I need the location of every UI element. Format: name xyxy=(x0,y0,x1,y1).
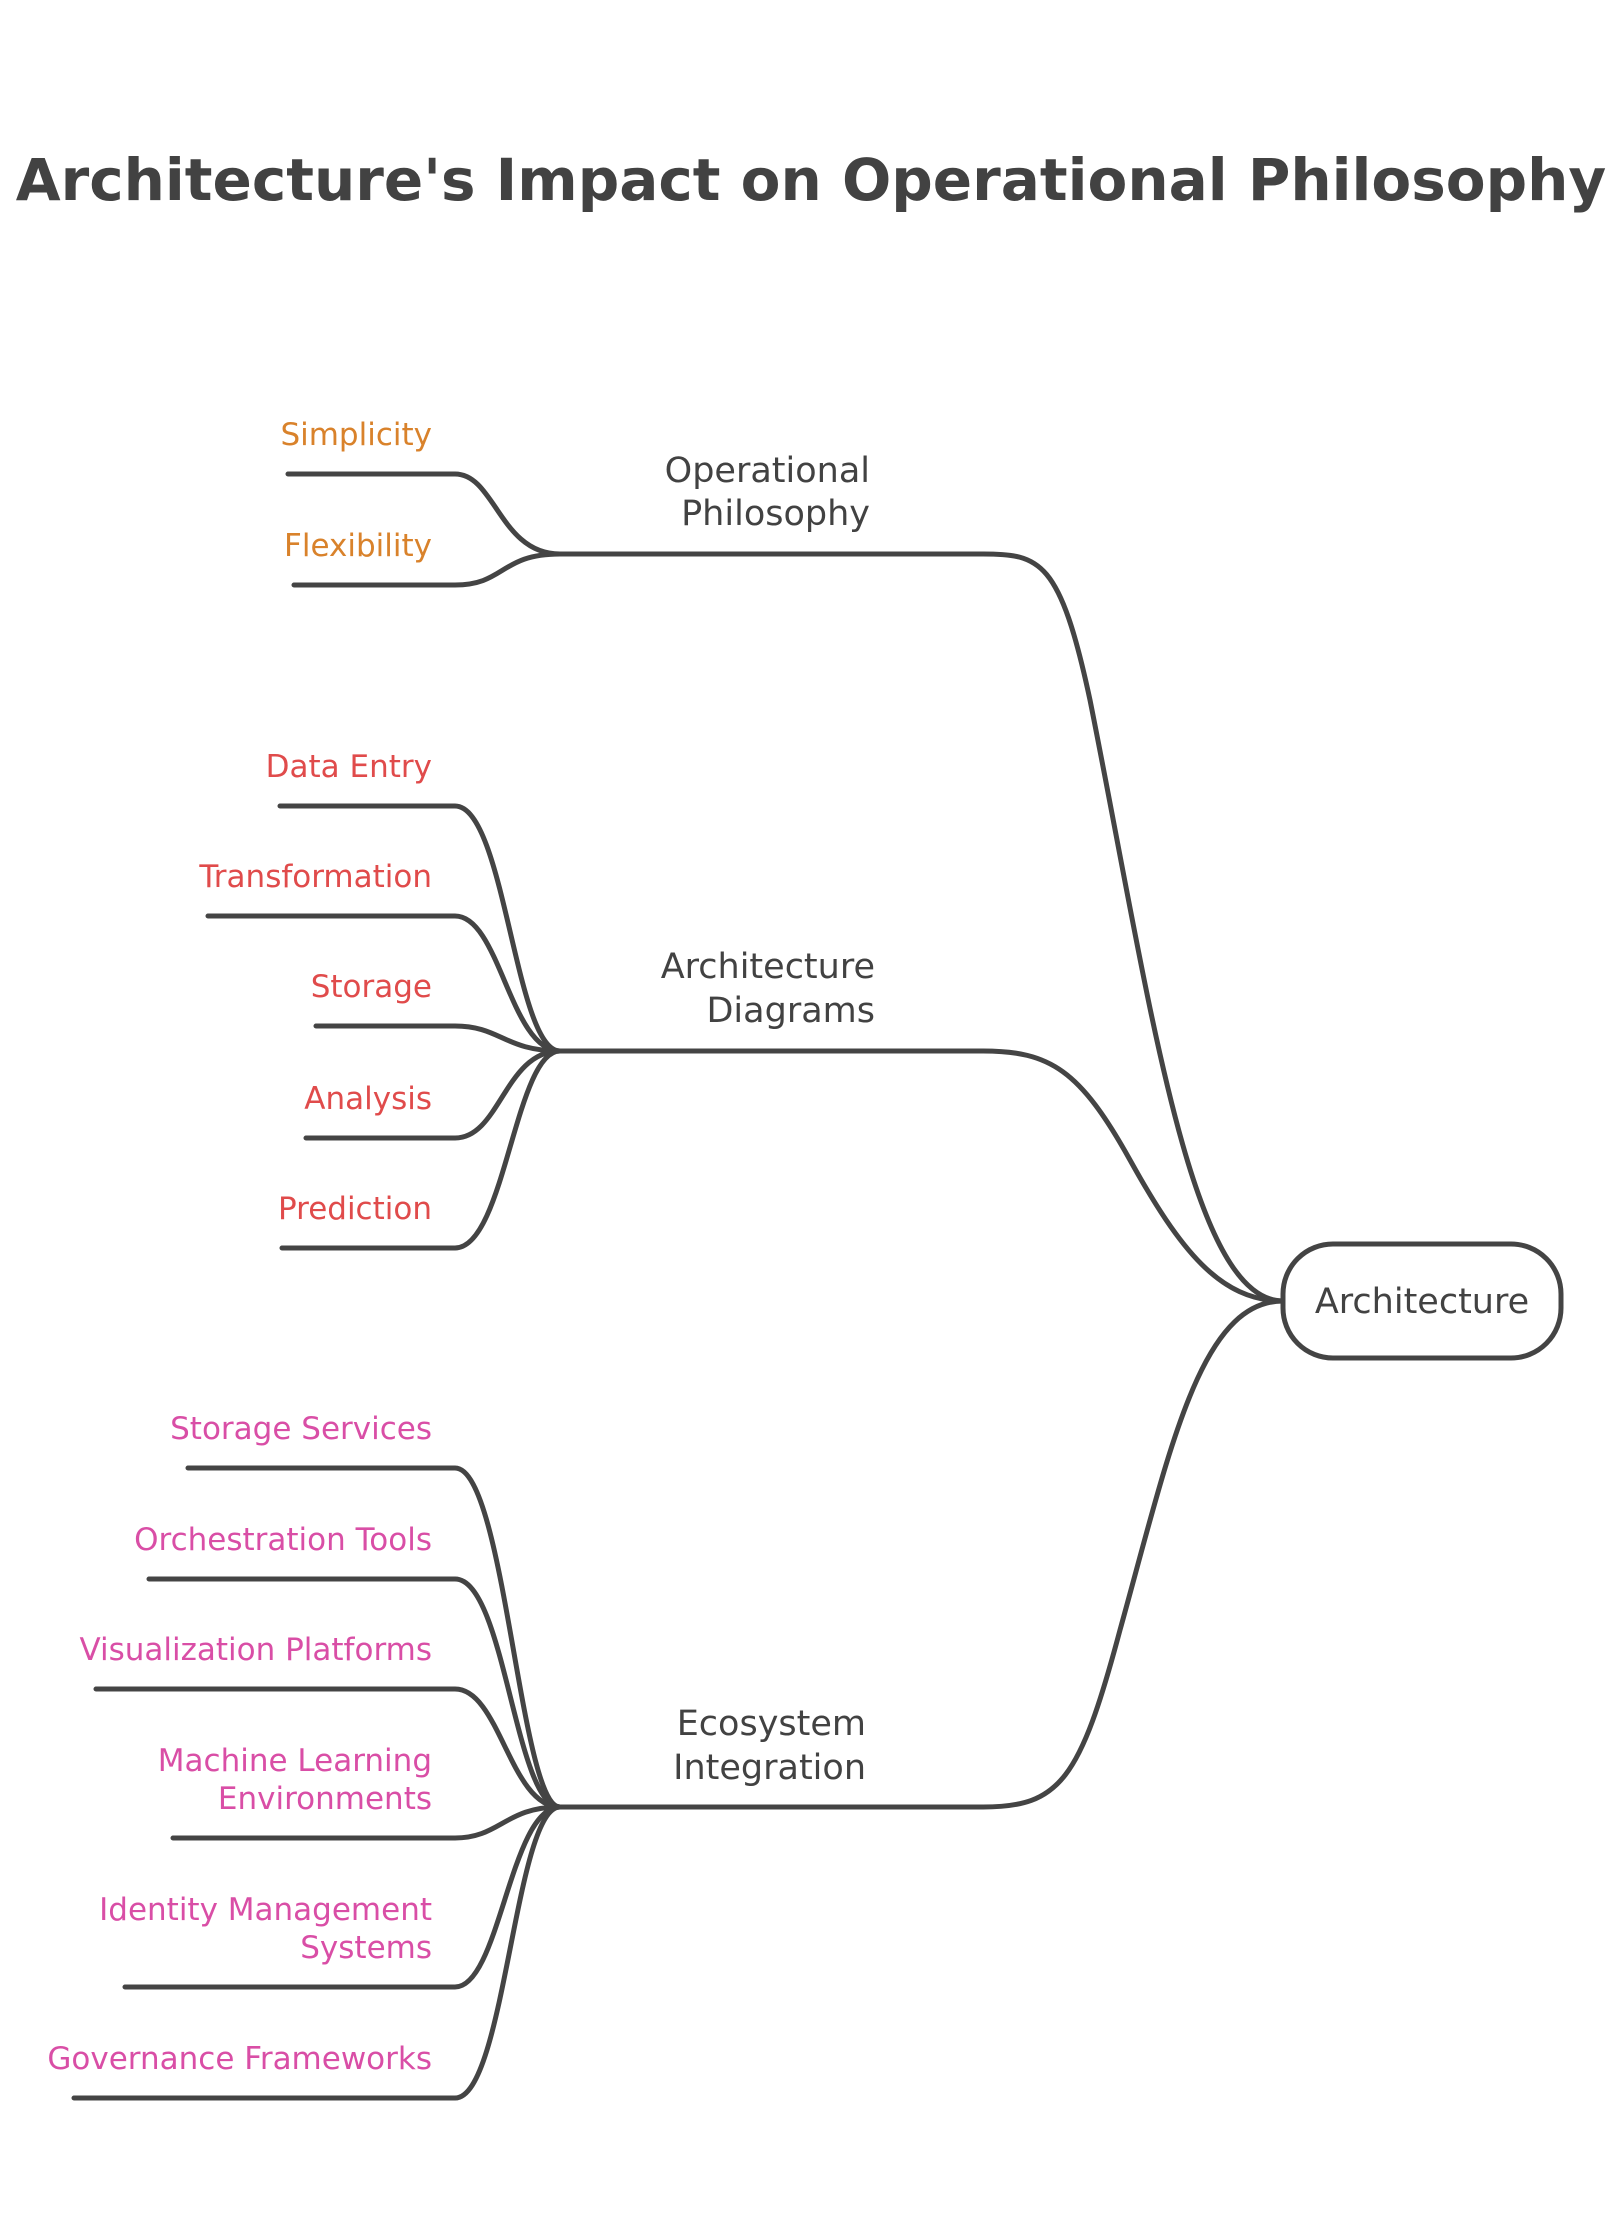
diagram-title: Architecture's Impact on Operational Phi… xyxy=(16,146,1606,214)
branch-label: Integration xyxy=(673,1748,866,1788)
edge-storage xyxy=(313,1023,563,1054)
branch-label: Philosophy xyxy=(681,494,870,534)
branch-label: Ecosystem xyxy=(677,1704,866,1744)
edge-machine-learning-environments xyxy=(170,1804,563,1841)
edge-data-entry xyxy=(277,803,563,1054)
root-node-architecture[interactable]: Architecture xyxy=(1280,1241,1564,1361)
edge-root-to-architecture-diagrams xyxy=(557,1048,1286,1304)
edge-identity-management-systems xyxy=(122,1804,563,1990)
edge-transformation xyxy=(205,913,563,1054)
branch-architecture-diagrams[interactable]: Architecture Diagrams xyxy=(661,947,875,1031)
leaf-machine-learning-environments[interactable]: Machine Learning Environments xyxy=(158,1743,432,1817)
leaf-data-entry[interactable]: Data Entry xyxy=(266,749,432,785)
edge-orchestration-tools xyxy=(146,1576,563,1810)
leaf-simplicity[interactable]: Simplicity xyxy=(280,417,432,453)
leaf-identity-management-systems[interactable]: Identity Management Systems xyxy=(99,1892,432,1966)
edge-analysis xyxy=(303,1048,563,1141)
branch-operational-philosophy[interactable]: Operational Philosophy xyxy=(665,451,870,534)
branch-label: Architecture xyxy=(661,947,875,987)
root-node-box xyxy=(1280,1241,1564,1361)
leaf-storage[interactable]: Storage xyxy=(311,969,432,1005)
edge-visualization-platforms xyxy=(93,1686,563,1810)
edge-governance-frameworks xyxy=(71,1804,563,2101)
branch-label: Operational xyxy=(665,451,870,491)
edge-root-to-operational-philosophy xyxy=(557,551,1286,1304)
leaf-governance-frameworks[interactable]: Governance Frameworks xyxy=(47,2041,432,2077)
edge-simplicity xyxy=(285,471,563,557)
leaf-line: Identity Management xyxy=(99,1892,432,1928)
leaf-analysis[interactable]: Analysis xyxy=(304,1081,432,1117)
leaf-line: Environments xyxy=(218,1781,432,1817)
edge-root-to-ecosystem-integration xyxy=(557,1298,1286,1810)
leaf-visualization-platforms[interactable]: Visualization Platforms xyxy=(79,1632,432,1668)
leaf-storage-services[interactable]: Storage Services xyxy=(170,1411,432,1447)
edge-storage-services xyxy=(185,1465,563,1810)
leaf-flexibility[interactable]: Flexibility xyxy=(284,528,432,564)
leaf-orchestration-tools[interactable]: Orchestration Tools xyxy=(134,1522,432,1558)
root-node-label: Architecture xyxy=(1315,1282,1529,1322)
leaf-line: Machine Learning xyxy=(158,1743,432,1779)
edge-flexibility xyxy=(291,551,563,588)
branch-label: Diagrams xyxy=(706,991,875,1031)
leaf-prediction[interactable]: Prediction xyxy=(278,1191,432,1227)
edge-prediction xyxy=(279,1048,563,1251)
branch-ecosystem-integration[interactable]: Ecosystem Integration xyxy=(673,1704,866,1788)
leaf-transformation[interactable]: Transformation xyxy=(198,859,432,895)
leaf-line: Systems xyxy=(300,1930,432,1966)
